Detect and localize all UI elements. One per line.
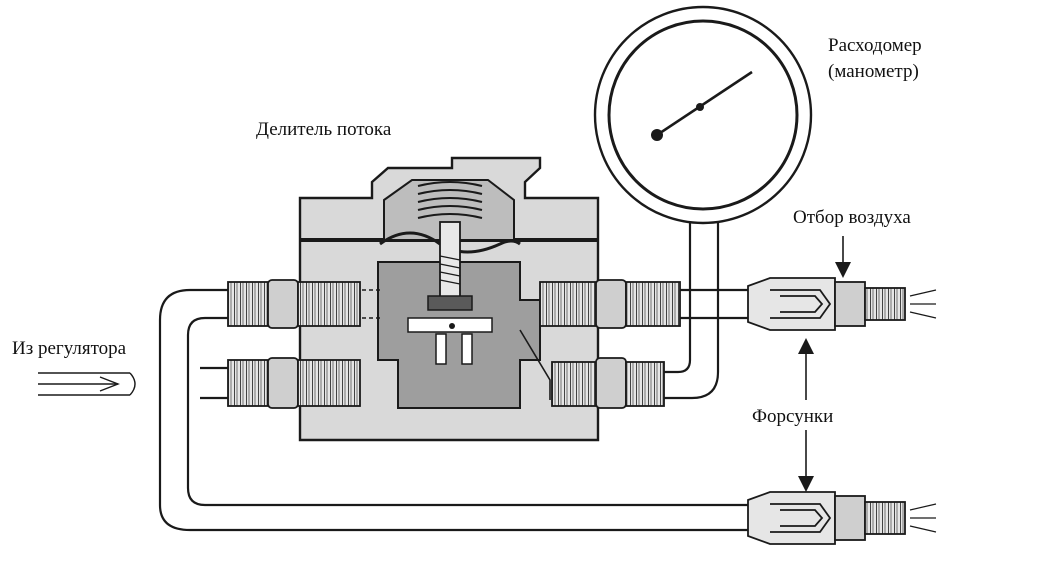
air-bleed-label: Отбор воздуха: [793, 207, 911, 228]
upper-nozzle-pipe: [680, 288, 748, 320]
from-regulator-label: Из регулятора: [12, 338, 127, 359]
nozzles-label: Форсунки: [752, 406, 834, 427]
flow-meter-label-line1: Расходомер: [828, 35, 922, 56]
label-arrows: [798, 236, 851, 492]
gauge-pipe: [640, 212, 720, 400]
flow-divider-label: Делитель потока: [256, 119, 392, 140]
flow-meter-gauge: [593, 5, 813, 225]
inlet-flow-arrow: [38, 372, 136, 396]
upper-nozzle: [747, 277, 937, 331]
supply-tube: [158, 288, 748, 532]
inlet-pipe: [200, 366, 228, 400]
flow-divider-body: [298, 156, 600, 442]
flow-meter-label-line2: (манометр): [828, 61, 919, 82]
lower-nozzle: [747, 491, 937, 545]
right-fittings: [539, 279, 681, 409]
gauge-needle: [656, 70, 753, 137]
left-fittings: [227, 279, 361, 409]
